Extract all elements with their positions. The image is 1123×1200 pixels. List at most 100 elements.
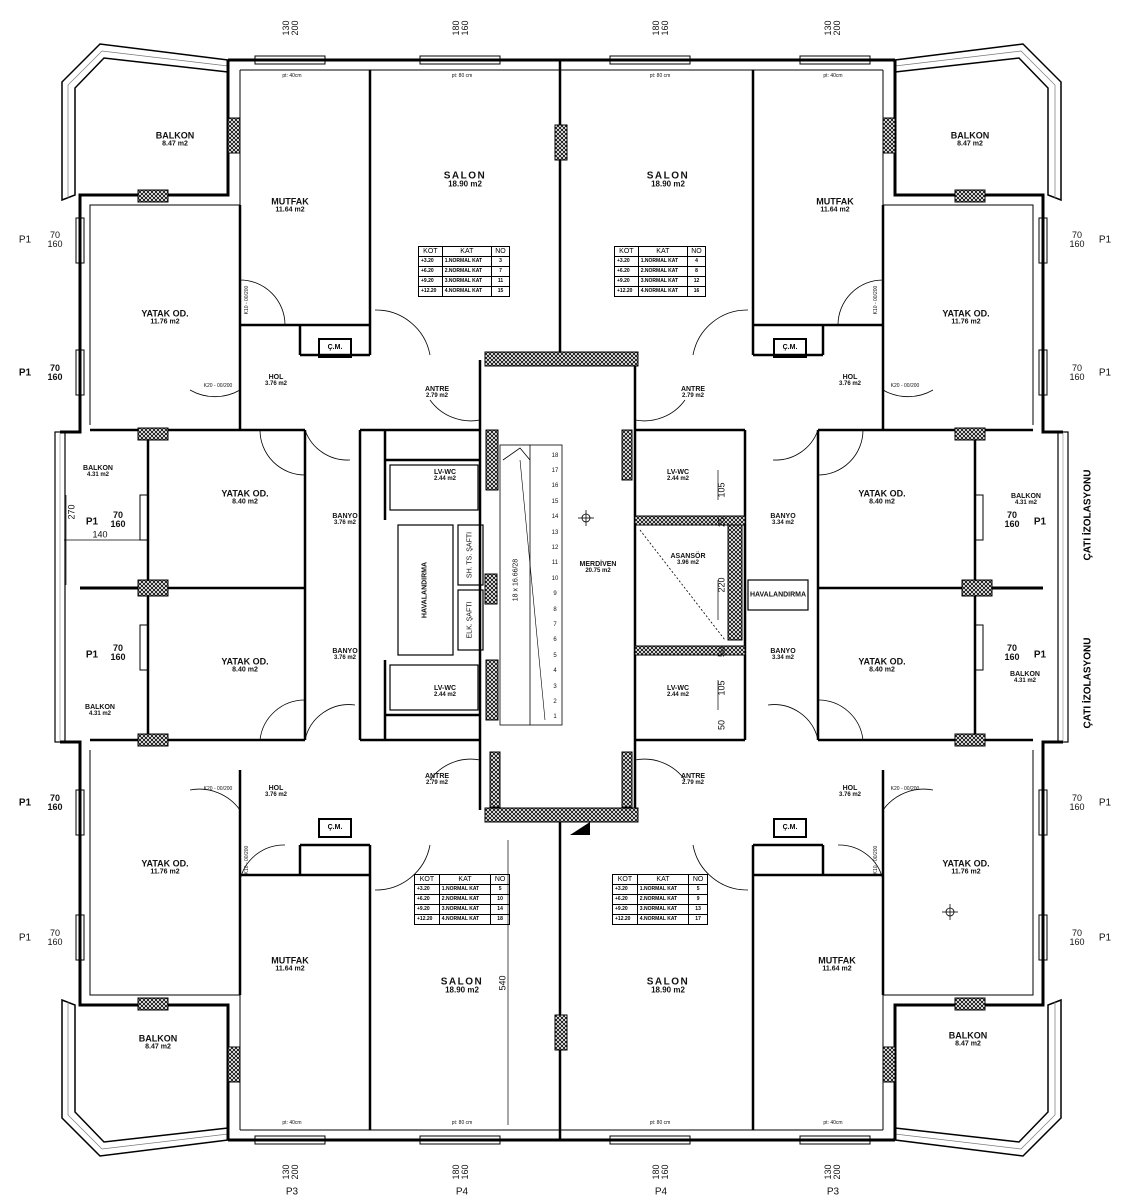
kot-level: +9.20 [612,904,638,915]
pt-label: pt: 40cm [282,1120,302,1126]
kat-name: 4.NORMAL KAT [637,286,688,297]
room-yatak2-lr: YATAK OD.8.40 m2 [858,656,906,674]
cop-mahalli-lr: Ç.M. [773,818,807,838]
apt-no: 5 [490,884,510,895]
apt-no: 7 [490,266,511,277]
apt-no: 12 [686,276,707,287]
kot-level: +6.20 [418,266,443,277]
apt-no: 5 [688,884,708,895]
tag-p1: P1 [18,797,32,809]
room-yatak2-ul: YATAK OD.8.40 m2 [221,488,269,506]
level-markers [578,510,958,920]
interior-walls [90,60,1033,1140]
apt-no: 4 [686,256,707,267]
tag-p3-right: P3 [826,1186,840,1198]
ventilation-shafts [389,464,809,711]
cop-mahalli-ur: Ç.M. [773,338,807,358]
dimension-270: 270 [66,504,77,520]
stair-step-number: 4 [553,668,557,675]
kat-name: 4.NORMAL KAT [438,914,492,925]
structural-columns [137,117,993,1083]
table-header: KAT [636,874,690,885]
table-header: NO [490,246,511,257]
tag-p4-left: P4 [455,1186,469,1198]
table-header: KOT [418,246,443,257]
roof-insulation-label-upper: ÇATI İZOLASYONU [1082,469,1094,561]
door-tag: K20 - 00/200 [203,786,233,792]
tag-p1: P1 [1033,649,1047,661]
kat-name: 4.NORMAL KAT [636,914,690,925]
kot-level: +6.20 [614,266,639,277]
tag-p1: P1 [85,516,99,528]
tag-p1: P1 [18,932,32,944]
kot-level: +12.20 [614,286,639,297]
tag-p1: P1 [85,649,99,661]
kot-level: +9.20 [418,276,443,287]
kat-name: 3.NORMAL KAT [636,904,690,915]
stair-step-number: 2 [553,698,557,705]
dimension-540: 540 [497,975,508,991]
tag-p1: P1 [18,234,32,246]
tag-p1: P1 [1033,516,1047,528]
kot-level: +6.20 [414,894,440,905]
kat-name: 1.NORMAL KAT [636,884,690,895]
room-yatak1-ul: YATAK OD.11.76 m2 [141,308,189,326]
kat-name: 2.NORMAL KAT [438,894,492,905]
exterior-walls [60,58,1063,1142]
side-balcony-right [1057,431,1069,743]
room-yatak1-lr: YATAK OD.11.76 m2 [942,858,990,876]
dimension-140: 140 [92,529,108,540]
corner-balcony-ur [894,43,1062,202]
stair-step-number: 1 [553,714,557,721]
kat-name: 2.NORMAL KAT [637,266,688,277]
kat-name: 3.NORMAL KAT [637,276,688,287]
room-yatak1-ll: YATAK OD.11.76 m2 [141,858,189,876]
dimension-50-lower: 50 [716,719,727,731]
stair-step-number: 16 [551,483,559,490]
room-yatak2-ur: YATAK OD.8.40 m2 [858,488,906,506]
pt-label: pt: 40cm [823,73,843,79]
corner-balcony-lr [894,998,1062,1157]
stair-step-number: 6 [553,637,557,644]
table-header: NO [490,874,510,885]
tag-p4-right: P4 [654,1186,668,1198]
tag-p3-left: P3 [285,1186,299,1198]
pt-label: pt: 80 cm [649,73,671,79]
stair-step-number: 13 [551,529,559,536]
shaft-elk: ELK. ŞAFTI [466,601,474,639]
tag-p1: P1 [1098,797,1112,809]
stair-step-number: 12 [551,545,559,552]
tag-p1: P1 [1098,367,1112,379]
kot-level: +3.20 [614,256,639,267]
room-yatak2-ll: YATAK OD.8.40 m2 [221,656,269,674]
shaft-sh-ts: SH. TS. ŞAFTI [466,531,474,579]
roof-insulation-label-lower: ÇATI İZOLASYONU [1082,637,1094,729]
table-header: KAT [637,246,688,257]
north-marker [570,822,590,835]
